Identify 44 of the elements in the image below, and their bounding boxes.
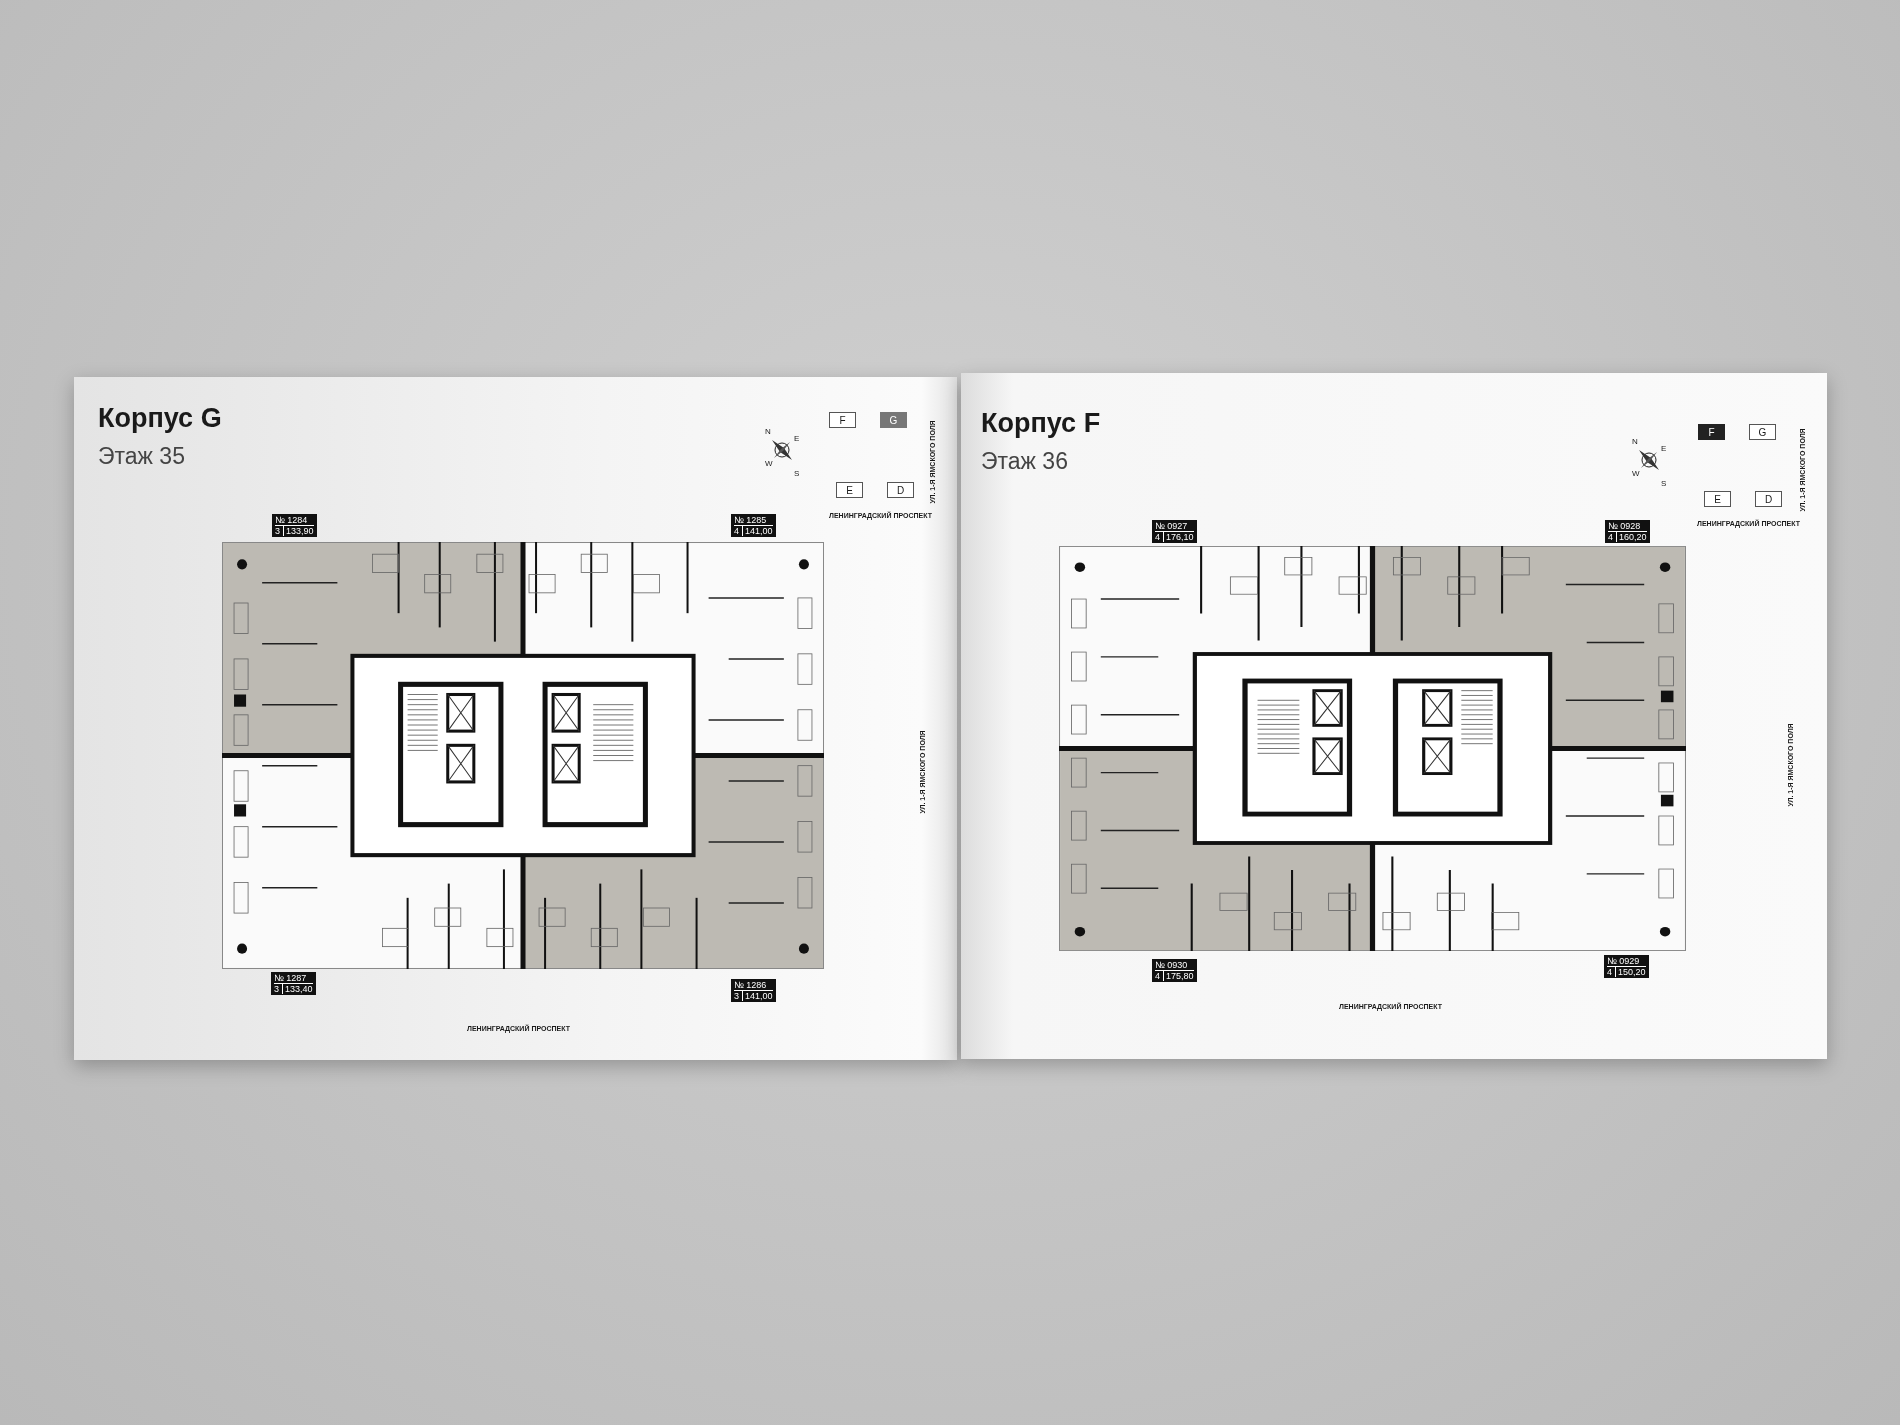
room-count: 3 bbox=[275, 526, 284, 536]
apartment-area: 175,80 bbox=[1166, 971, 1194, 981]
compass-letter: E bbox=[1661, 445, 1667, 453]
room-count: 3 bbox=[734, 991, 743, 1001]
apartment-area: 150,20 bbox=[1618, 967, 1646, 977]
building-marker: E bbox=[836, 482, 863, 498]
building-title: Корпус F bbox=[981, 410, 1101, 437]
building-marker: D bbox=[1755, 491, 1782, 507]
room-count: 4 bbox=[1608, 532, 1617, 542]
apartment-number: № 1284 bbox=[275, 515, 308, 525]
floor-label: Этаж 35 bbox=[98, 445, 185, 468]
apartment-number: № 1286 bbox=[734, 980, 767, 990]
apartment-number: № 0927 bbox=[1155, 521, 1188, 531]
room-count: 4 bbox=[1607, 967, 1616, 977]
room-count: 3 bbox=[274, 984, 283, 994]
compass-letter: E bbox=[794, 435, 800, 443]
building-marker: D bbox=[887, 482, 914, 498]
room-count: 4 bbox=[1155, 971, 1164, 981]
compass-letter: N bbox=[1632, 438, 1638, 446]
compass-letter: S bbox=[794, 470, 800, 478]
apartment-area: 176,10 bbox=[1166, 532, 1194, 542]
building-marker: F bbox=[1698, 424, 1725, 440]
building-marker: E bbox=[1704, 491, 1731, 507]
room-count: 4 bbox=[1155, 532, 1164, 542]
apartment-area: 133,90 bbox=[286, 526, 314, 536]
apartment-number: № 1285 bbox=[734, 515, 767, 525]
apartment-area: 133,40 bbox=[285, 984, 313, 994]
room-count: 4 bbox=[734, 526, 743, 536]
apartment-number: № 0930 bbox=[1155, 960, 1188, 970]
apartment-number: № 0928 bbox=[1608, 521, 1641, 531]
apartment-area: 160,20 bbox=[1619, 532, 1647, 542]
compass-letter: N bbox=[765, 428, 771, 436]
building-title: Корпус G bbox=[98, 405, 222, 432]
building-marker: F bbox=[829, 412, 856, 428]
building-marker: G bbox=[1749, 424, 1776, 440]
apartment-area: 141,00 bbox=[745, 991, 773, 1001]
apartment-number: № 0929 bbox=[1607, 956, 1640, 966]
compass-letter: W bbox=[1632, 470, 1640, 478]
compass-letter: S bbox=[1661, 480, 1667, 488]
floor-label: Этаж 36 bbox=[981, 450, 1068, 473]
compass-letter: W bbox=[765, 460, 773, 468]
apartment-area: 141,00 bbox=[745, 526, 773, 536]
building-marker: G bbox=[880, 412, 907, 428]
apartment-number: № 1287 bbox=[274, 973, 307, 983]
